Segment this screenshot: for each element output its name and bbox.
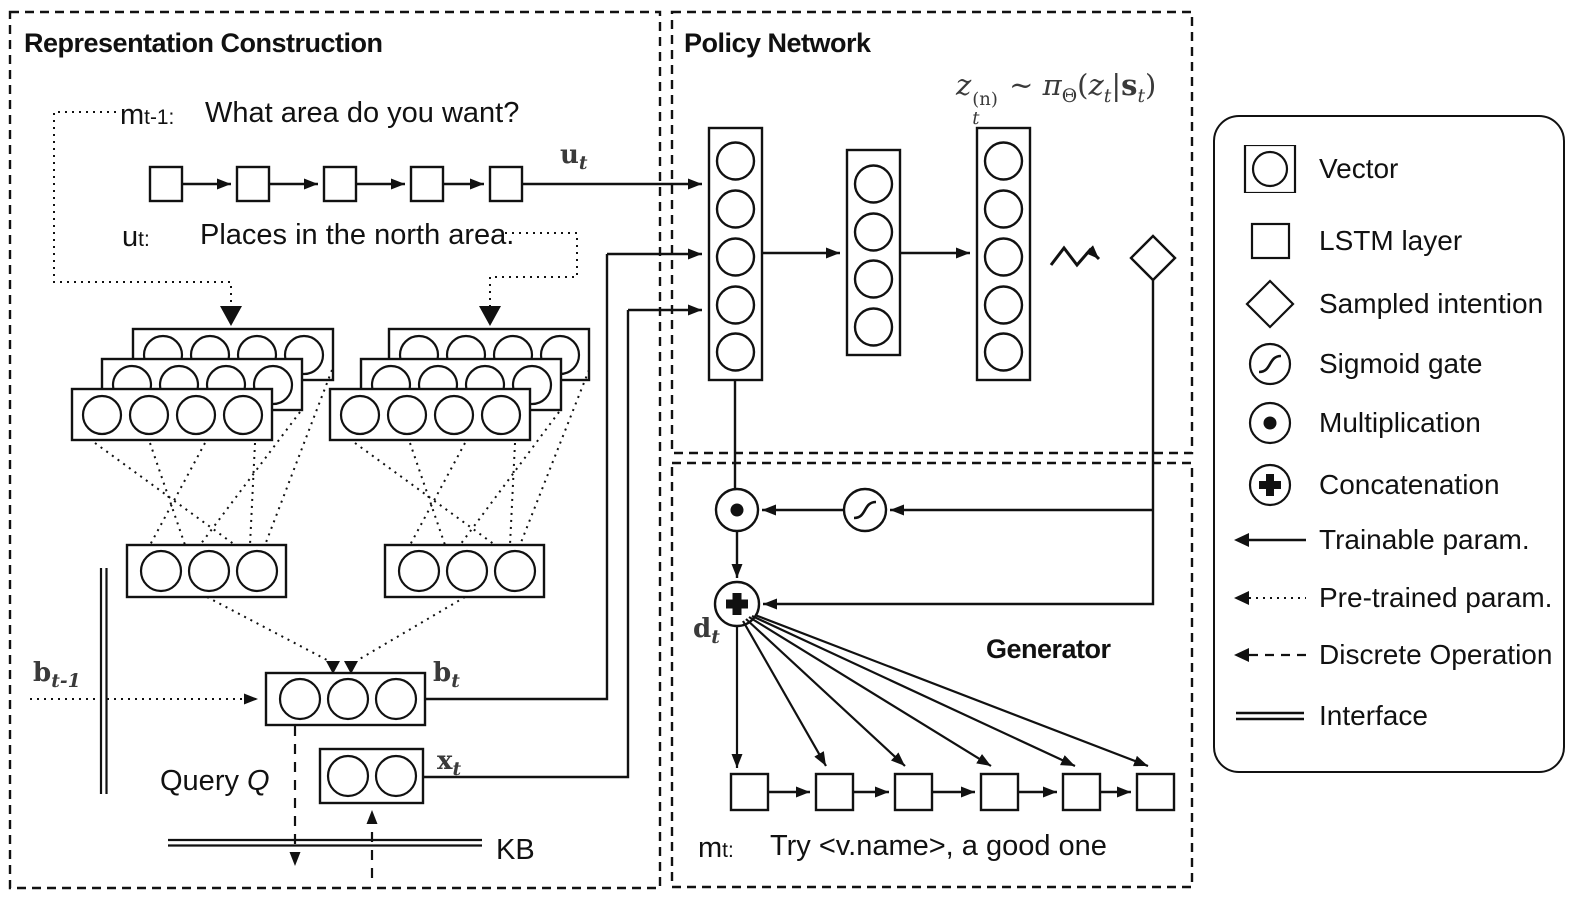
legend-row-interface: Interface [1215,694,1563,738]
u-t-label: ut [560,140,588,175]
kb-interface-line [168,838,482,847]
policy-layer-3 [975,126,1032,382]
legend-row-pretrained-param: Pre-trained param. [1215,576,1563,620]
utterance-turn-label: ut: [122,221,150,253]
legend-row-discrete-operation: Discrete Operation [1215,633,1563,677]
b-t-vector-box [264,671,427,727]
sampled-intention-diamond [1129,234,1177,282]
legend-row-lstm-layer: LSTM layer [1215,219,1563,263]
interface-line-left [99,568,108,794]
generator-panel-border [670,461,1194,889]
b-prev-label: bt-1 [33,658,81,693]
pretrained-history-path [53,111,232,306]
generator-panel-title: Generator [986,634,1111,664]
legend-label: Vector [1319,153,1399,184]
utterance-turn-text: Places in the north area. [200,219,515,251]
multiplication-icon [1232,400,1308,446]
x-t-output-line [423,304,702,779]
x-t-label: xt [437,746,462,781]
legend-panel: Vector LSTM layer Sampled intention Sigm… [1213,115,1565,773]
utterance-lstm-chain [148,165,524,203]
belief-input-arrowhead-right [344,661,358,674]
legend-row-sigmoid-gate: Sigmoid gate [1215,342,1563,386]
representation-panel-border [8,10,662,890]
query-label: Query Q [160,765,270,797]
legend-label: Concatenation [1319,469,1500,500]
kb-label: KB [496,834,535,866]
policy-panel-border [670,10,1194,455]
generator-lstm-chain [729,772,1176,812]
legend-label: Trainable param. [1319,524,1530,555]
concatenation-icon [1232,462,1308,508]
intention-signal-lines [763,280,1155,610]
legend-label: Discrete Operation [1319,639,1553,670]
interface-icon [1232,706,1308,726]
output-turn-text: Try <v.name>, a good one [770,830,1107,862]
legend-label: LSTM layer [1319,225,1463,256]
history-summary-vector [125,543,288,599]
output-turn-label: mt: [698,832,734,864]
utterance-embedding-arrowhead [479,306,501,326]
d-t-label: dt [693,614,720,649]
policy-formula: z(n)t ~ πΘ(zt|st) [956,68,1157,129]
history-turn-text: What area do you want? [205,97,520,129]
discrete-operation-icon [1232,645,1308,665]
lstm-layer-icon [1232,221,1308,261]
legend-row-sampled-intention: Sampled intention [1215,279,1563,329]
history-attention-fan [94,369,333,546]
policy-layer-1 [707,126,764,382]
belief-input-arrowhead-left [326,661,340,674]
legend-label: Interface [1319,700,1428,731]
history-turn-label: mt-1: [120,99,175,131]
belief-convergence-lines [206,596,466,661]
pre-trained-param-icon [1232,588,1308,608]
policy-panel-title: Policy Network [684,28,871,58]
policy-layer-2 [845,148,902,357]
d-t-fan-arrows [731,613,1149,768]
b-t-label: bt [433,658,460,693]
representation-panel-title: Representation Construction [24,28,383,58]
legend-label: Multiplication [1319,407,1481,438]
legend-label: Sigmoid gate [1319,348,1483,379]
utterance-attention-fan [354,369,590,546]
x-t-vector-box [318,747,425,805]
sigmoid-gate-icon [1232,341,1308,387]
trainable-param-icon [1232,530,1308,550]
legend-row-concatenation: Concatenation [1215,463,1563,507]
legend-label: Sampled intention [1319,288,1544,319]
legend-row-vector: Vector [1215,145,1563,193]
utterance-summary-vector [383,543,546,599]
sigmoid-gate-node [842,487,888,533]
sampling-squiggle-arrow [1049,245,1101,268]
history-embedding-stack [70,327,335,442]
sampled-intention-icon [1232,279,1308,329]
legend-row-trainable-param: Trainable param. [1215,518,1563,562]
legend-label: Pre-trained param. [1319,582,1553,613]
multiplication-node [714,487,760,533]
history-embedding-arrowhead [220,306,242,326]
vector-icon [1232,145,1308,193]
b-t-output-line [424,248,702,701]
legend-row-multiplication: Multiplication [1215,401,1563,445]
